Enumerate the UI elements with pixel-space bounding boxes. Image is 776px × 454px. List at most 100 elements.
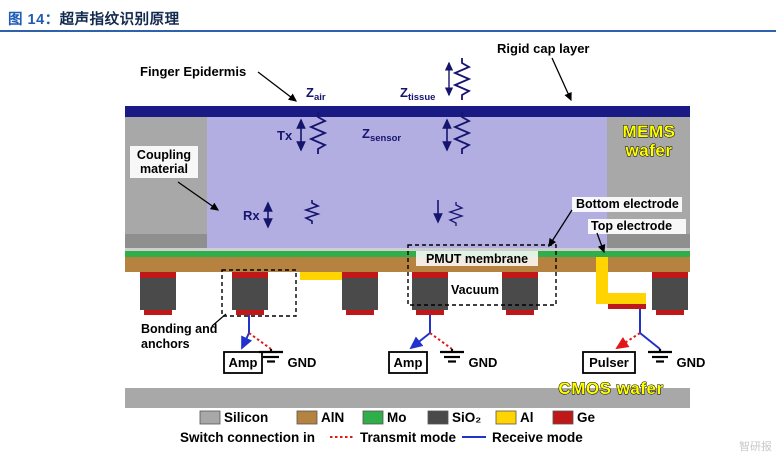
mode-prefix-label: Switch connection in [180, 430, 315, 445]
cmos-wafer-label: CMOS wafer [558, 379, 663, 398]
coupling-material-region [207, 117, 607, 248]
amp-input-arrow [241, 332, 253, 350]
silicon-wall-right-shade [607, 234, 690, 248]
ge-bond-top [342, 272, 378, 278]
receive-line [639, 332, 661, 350]
legend-label-aln: AlN [321, 410, 344, 425]
bonding-anchor-outline [221, 269, 297, 317]
sio2-anchor-block [232, 278, 268, 310]
ge-bond-bottom [656, 310, 684, 315]
legend-label-ge: Ge [577, 410, 596, 425]
silicon-wall-left [125, 117, 207, 248]
ge-bond-pad-via [608, 304, 646, 309]
finger-epidermis-arrow [257, 71, 298, 102]
pulser-input-arrow [615, 332, 641, 350]
gnd-label: GND [288, 355, 317, 370]
coupling-label-backing [130, 146, 198, 178]
z-tissue-label: Ztissue [400, 85, 435, 103]
bottom-electrode-backing [572, 197, 682, 212]
ge-bond-bottom [144, 310, 172, 315]
al-via-vertical [596, 257, 608, 295]
cmos-circuits: Amp GND Amp GND [223, 309, 706, 374]
air-impedance-zigzag [454, 57, 470, 101]
rigid-cap-layer-bar [125, 106, 690, 117]
pmut-membrane-outline [407, 244, 557, 306]
acoustic-impedance-symbols [263, 57, 470, 229]
pmut-membrane-label: PMUT membrane [426, 252, 528, 266]
bottom-electrode-label: Bottom electrode [576, 197, 679, 211]
legend-label-al: Al [520, 410, 534, 425]
legend-swatch-mo [362, 410, 384, 425]
sio2-anchor-block [342, 278, 378, 310]
coupling-material-label-2: material [140, 162, 188, 176]
bonding-anchors-label-1: Bonding and [141, 322, 217, 336]
pulser-box [582, 351, 636, 374]
bottom-electrode-arrow [548, 209, 573, 248]
ge-bond-bottom [506, 310, 534, 315]
rigid-cap-label: Rigid cap layer [497, 41, 589, 56]
legend-swatch-al [495, 410, 517, 425]
legend-swatch-aln [296, 410, 318, 425]
ge-bond-top [140, 272, 176, 278]
legend-swatch-sio2 [427, 410, 449, 425]
transmit-line [248, 332, 272, 350]
pmut-label-backing [416, 251, 538, 266]
gnd-label: GND [469, 355, 498, 370]
aln-layer [125, 257, 690, 272]
ge-bond-top [502, 272, 538, 278]
figure-number: 图 14： [8, 12, 60, 28]
sio2-anchor-block [652, 278, 688, 310]
pmut-anchor [342, 272, 378, 315]
z-air-label: Zair [306, 85, 326, 103]
ge-bond-bottom [416, 310, 444, 315]
legend-swatch-ge [552, 410, 574, 425]
receive-mode-label: Receive mode [492, 430, 583, 445]
legend-label-silicon: Silicon [224, 410, 268, 425]
amp-box [388, 351, 428, 374]
top-electrode-arrow [596, 232, 606, 254]
gnd-symbol [440, 349, 464, 363]
watermark: 智研报 [739, 439, 772, 453]
ge-bond-top [652, 272, 688, 278]
figure-header: 图 14：超声指纹识别原理 [8, 8, 180, 29]
pmut-anchor [502, 272, 538, 315]
top-electrode-label: Top electrode [591, 219, 672, 233]
al-via-horizontal [596, 293, 646, 304]
z-sensor-label: Zsensor [362, 126, 401, 144]
finger-epidermis-label: Finger Epidermis [140, 64, 246, 79]
vacuum-cavity [448, 272, 502, 304]
figure-title: 超声指纹识别原理 [59, 12, 180, 28]
gnd-symbol [259, 349, 283, 363]
pulser-label: Pulser [589, 355, 629, 370]
vacuum-label: Vacuum [451, 283, 499, 297]
al-interconnect [300, 272, 346, 280]
header-rule [0, 30, 776, 32]
amp-input-arrow [409, 332, 431, 350]
interface-line [125, 248, 690, 251]
pmut-anchor [412, 272, 448, 315]
transmit-mode-label: Transmit mode [360, 430, 457, 445]
top-electrode-backing [588, 219, 686, 234]
mems-wafer-label-1: MEMS [623, 122, 676, 141]
cmos-wafer-bar [125, 388, 690, 408]
amp-box [223, 351, 263, 374]
ge-bond-bottom [346, 310, 374, 315]
amp-label: Amp [229, 355, 258, 370]
gnd-label: GND [677, 355, 706, 370]
mode-legend: Switch connection in Transmit mode Recei… [180, 430, 583, 445]
bonding-anchors-connector [211, 313, 227, 327]
legend-label-sio2: SiO₂ [452, 410, 481, 425]
coupling-material-label-1: Coupling [137, 148, 191, 162]
coupling-material-arrow [177, 181, 220, 211]
gnd-symbol [648, 349, 672, 363]
mems-wafer-label-2: wafer [625, 141, 673, 160]
annotations: Finger Epidermis Rigid cap layer Couplin… [137, 41, 679, 399]
legend-swatch-silicon [199, 410, 221, 425]
pmut-anchor [652, 272, 688, 315]
material-legend: Silicon AlN Mo SiO₂ Al Ge [199, 410, 596, 425]
silicon-wall-left-shade [125, 234, 207, 248]
pmut-anchor [232, 272, 268, 315]
transmit-line [429, 332, 453, 350]
